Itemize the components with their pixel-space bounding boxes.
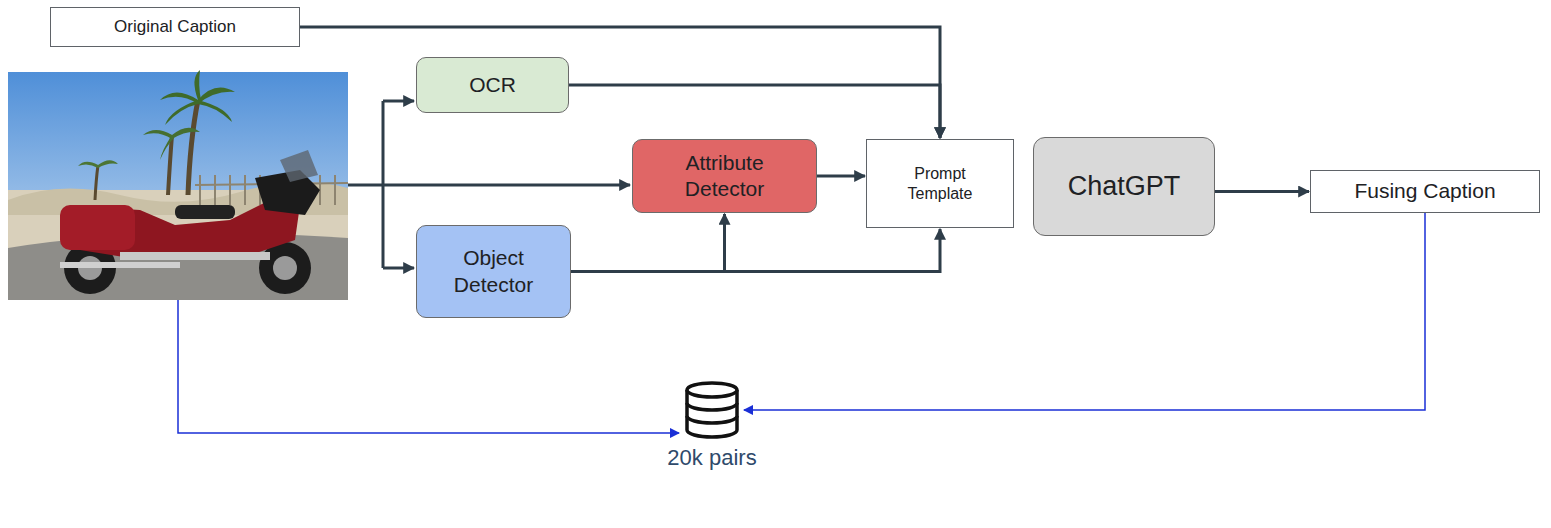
flow-arrow	[571, 229, 940, 272]
flow-arrow	[571, 214, 725, 272]
node-label: Original Caption	[114, 16, 236, 37]
flow-arrow	[1215, 190, 1309, 193]
photo-to-store-line	[178, 300, 679, 433]
model-box: ChatGPT	[1033, 137, 1215, 236]
process-box: OCR	[416, 57, 569, 113]
node-label: Fusing Caption	[1354, 178, 1495, 204]
output-box: Fusing Caption	[1310, 170, 1540, 213]
flow-arrow	[569, 85, 940, 138]
store-label: 20k pairs	[667, 444, 756, 472]
process-box: Attribute Detector	[632, 139, 817, 213]
store-connector	[744, 213, 1425, 410]
motorcycle-photo	[8, 70, 348, 300]
node-label: OCR	[469, 72, 516, 98]
flow-arrow	[300, 27, 940, 138]
node-label: Prompt Template	[893, 164, 987, 204]
node-label: Attribute Detector	[645, 150, 804, 203]
database-store: 20k pairs	[662, 380, 762, 472]
node-label: ChatGPT	[1068, 170, 1181, 204]
flow-arrow	[817, 175, 865, 178]
template-box: Prompt Template	[866, 139, 1014, 228]
input-box: Original Caption	[50, 7, 300, 47]
database-icon	[682, 380, 742, 440]
process-box: Object Detector	[416, 225, 571, 318]
node-label: Object Detector	[427, 245, 560, 298]
